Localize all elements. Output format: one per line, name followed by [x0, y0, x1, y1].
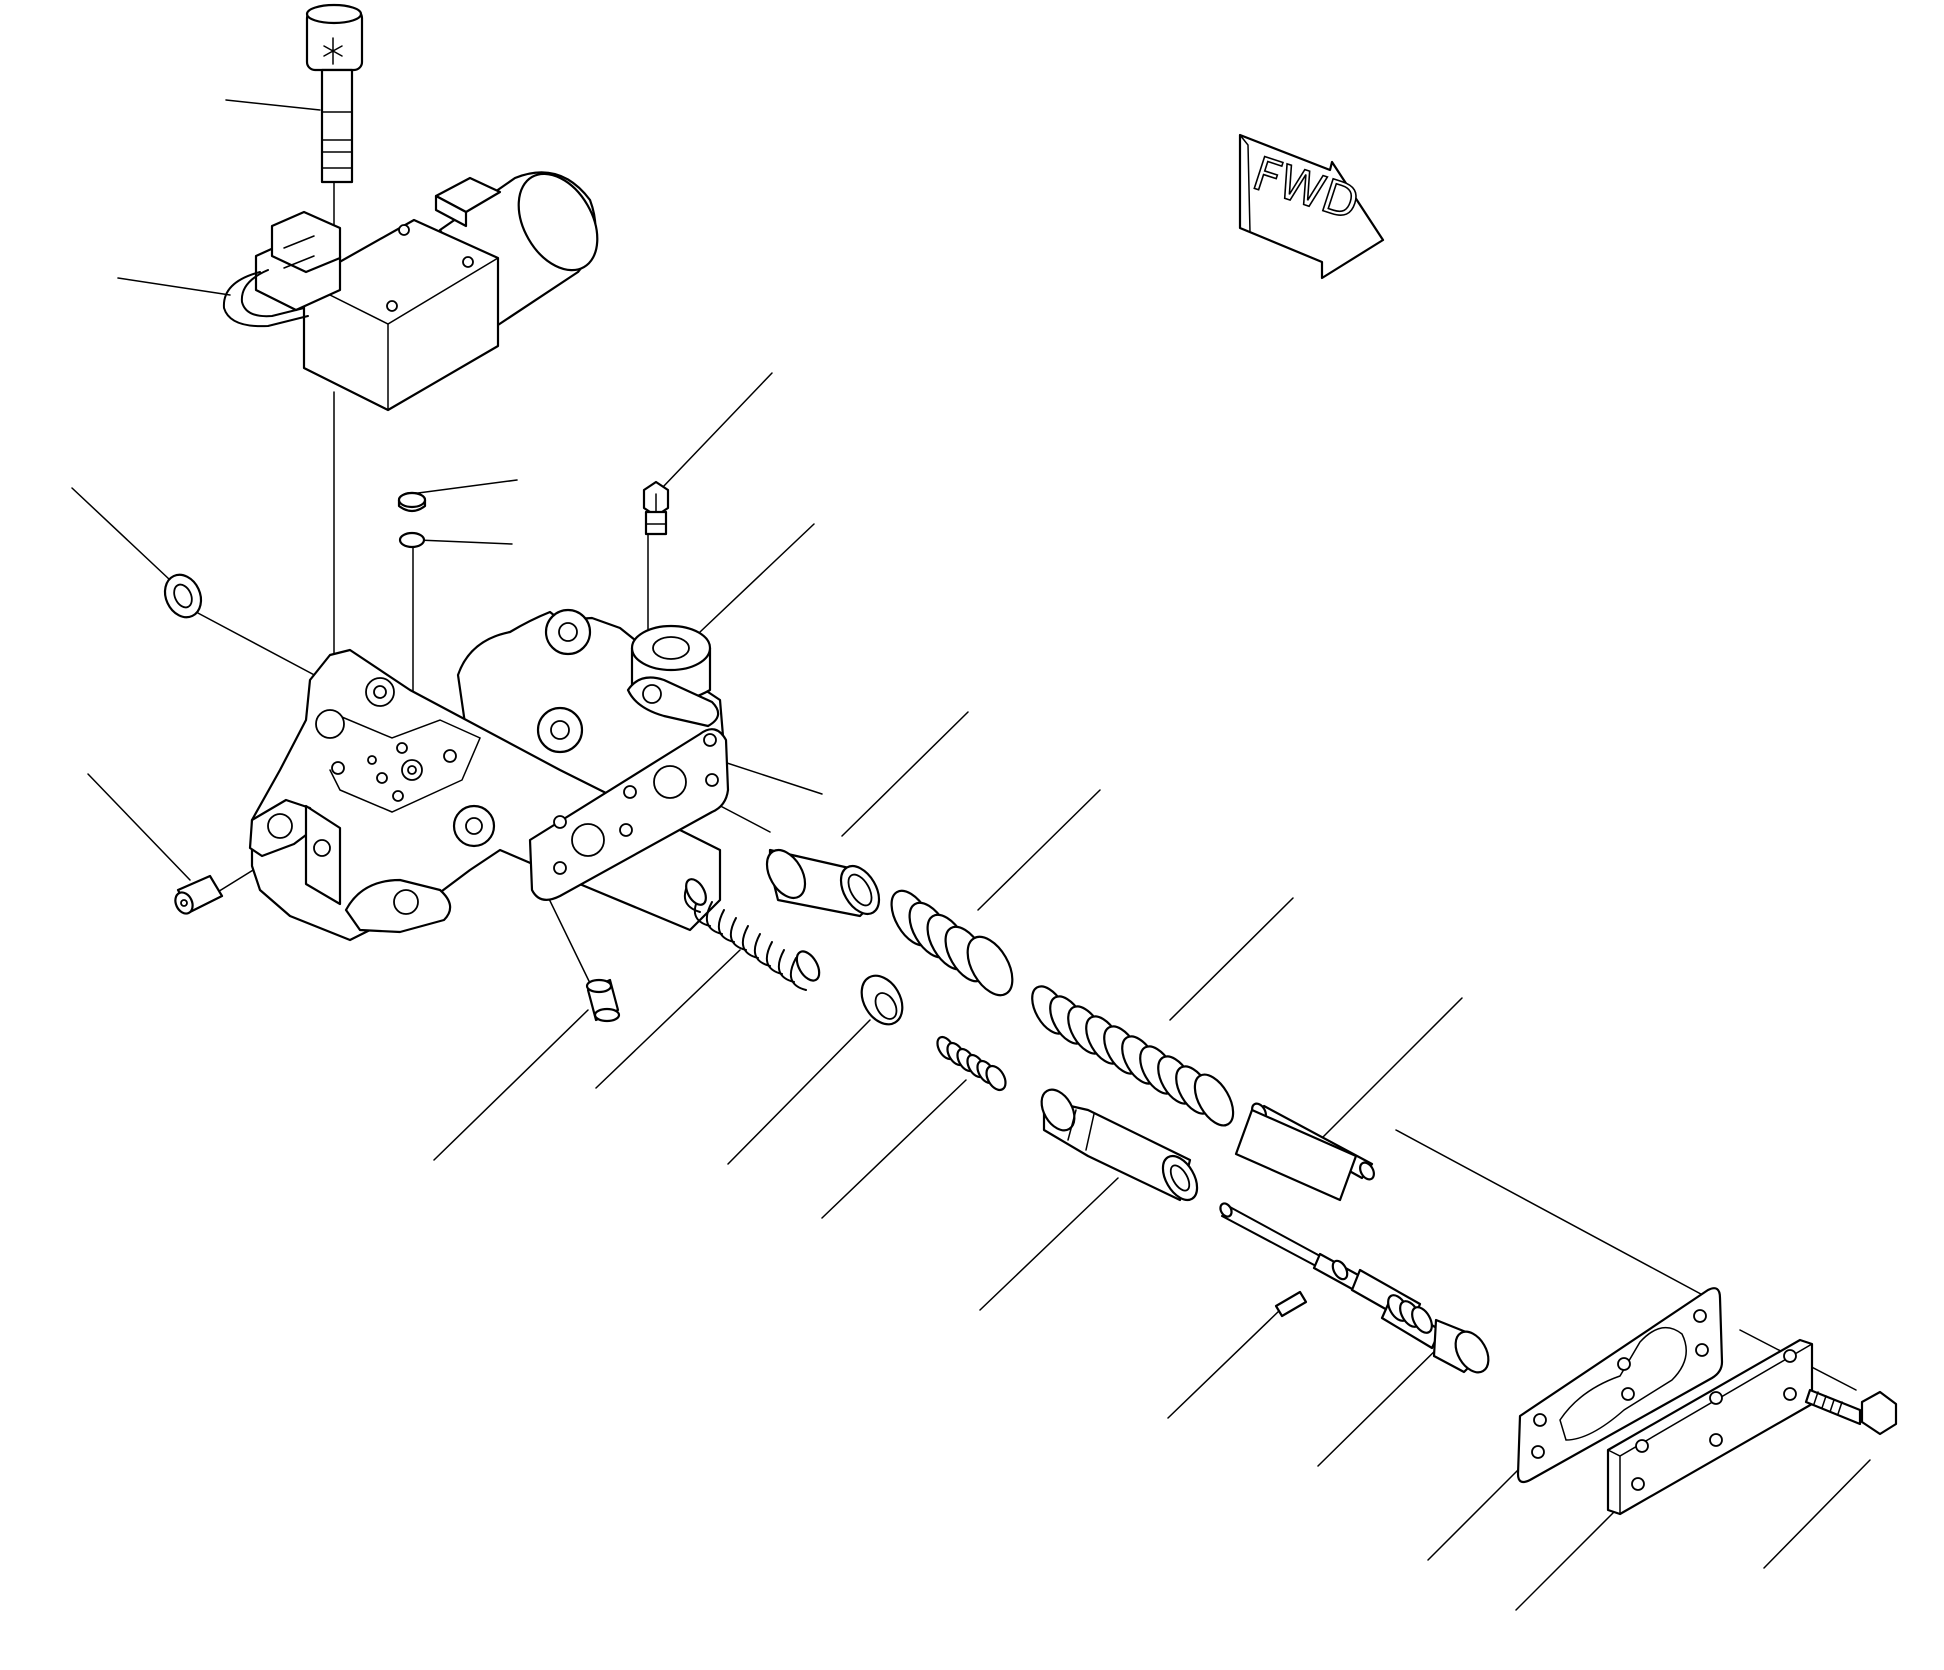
leader-line-spool: [980, 1178, 1118, 1310]
large-pin: [1236, 1110, 1356, 1200]
leader-line-plug-seat: [728, 1020, 870, 1164]
leader-lines: [72, 100, 1870, 1610]
roll-pin: [1276, 1292, 1306, 1316]
leader-line-sleeve: [842, 712, 968, 836]
leader-line-cover-assembly: [1396, 1130, 1712, 1300]
side-plug: [172, 876, 222, 916]
leader-line-gasket-side: [724, 762, 822, 794]
leader-line-roll-pin: [1168, 1310, 1280, 1418]
spring-small: [682, 876, 824, 990]
socket-head-bolt: [307, 5, 362, 182]
leader-line-plunger: [1318, 1340, 1446, 1466]
solenoid-valve: [224, 160, 614, 410]
hex-bolt: [1806, 1390, 1896, 1434]
fwd-arrow-icon: FWD: [1240, 135, 1383, 278]
breather-fitting: [644, 482, 668, 534]
leader-line-breather: [662, 373, 772, 488]
leader-line-valve-body: [700, 524, 814, 632]
leader-line-cover: [1516, 1512, 1614, 1610]
leader-line-plug: [403, 480, 517, 495]
leader-line-pin: [1320, 998, 1462, 1140]
leader-line-spring-tiny: [822, 1080, 966, 1218]
valve-body: [250, 610, 728, 940]
sleeve: [759, 843, 887, 920]
plunger: [1218, 1201, 1495, 1378]
washer: [158, 569, 207, 623]
leader-line-washer: [72, 488, 170, 580]
orifice-plug: [399, 493, 425, 511]
gasket: [1518, 1288, 1722, 1482]
leader-line-cover-bolt: [1764, 1460, 1870, 1568]
spool: [1035, 1084, 1204, 1206]
leader-line-spring-small: [596, 950, 740, 1088]
leader-line-orifice: [418, 540, 512, 544]
o-ring-small: [400, 533, 424, 547]
leader-line-spring-large: [978, 790, 1100, 910]
leader-line-harness: [118, 278, 230, 295]
dowel-pin: [587, 980, 619, 1021]
spring-large: [883, 884, 1021, 1003]
spring-tiny: [934, 1034, 1009, 1093]
leader-line-dowel: [434, 1010, 588, 1160]
leader-line-gasket: [1428, 1470, 1518, 1560]
leader-line-top-bolt: [226, 100, 320, 110]
spring-outer: [1025, 980, 1241, 1131]
leader-line-spring-outer: [1170, 898, 1293, 1020]
plug-seat: [853, 968, 910, 1031]
leader-line-side-plug: [88, 774, 190, 880]
